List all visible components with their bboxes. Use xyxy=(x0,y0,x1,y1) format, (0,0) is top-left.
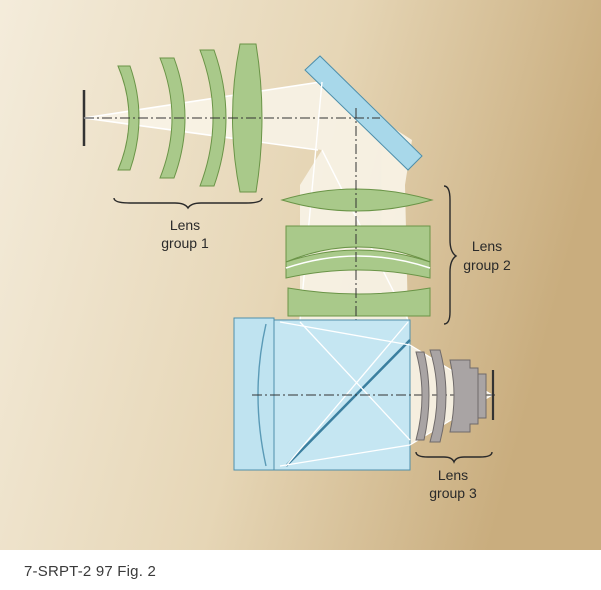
prism-left-block xyxy=(233,317,275,471)
lens-3a xyxy=(415,351,430,441)
brace-group-2 xyxy=(443,185,458,325)
lens-3d xyxy=(477,373,487,419)
lens-group-3-label-line1: Lens xyxy=(438,467,468,483)
lens-2d xyxy=(287,287,431,317)
beam-splitter-diagonal xyxy=(285,339,411,467)
fold-mirror xyxy=(304,55,423,171)
brace-group-1 xyxy=(113,197,263,210)
lens-group-1-label-line2: group 1 xyxy=(161,235,209,251)
lens-group-1 xyxy=(117,43,263,193)
lens-2c xyxy=(285,249,431,279)
brace-group-3 xyxy=(415,451,493,464)
lens-3b xyxy=(429,349,447,443)
figure-panel: Lens group 1 Lens group 2 xyxy=(0,0,601,550)
lens-group-2-label-line1: Lens xyxy=(472,238,502,254)
lens-group-2-label-line2: group 2 xyxy=(463,257,511,273)
lens-3c xyxy=(449,359,479,433)
lens-group-1-label-line1: Lens xyxy=(170,217,200,233)
figure-caption: 7-SRPT-2 97 Fig. 2 xyxy=(24,563,156,580)
lens-group-2 xyxy=(280,188,434,317)
lens-group-3 xyxy=(415,349,487,443)
lens-2-arc xyxy=(285,255,431,269)
lens-group-3-label-line2: group 3 xyxy=(429,485,477,501)
ray-lines-group1 xyxy=(83,81,321,151)
lens-1b xyxy=(159,57,186,179)
lens-2a xyxy=(280,188,434,212)
optical-diagram: Lens group 1 Lens group 2 xyxy=(0,0,601,550)
lens-1a xyxy=(117,65,140,171)
